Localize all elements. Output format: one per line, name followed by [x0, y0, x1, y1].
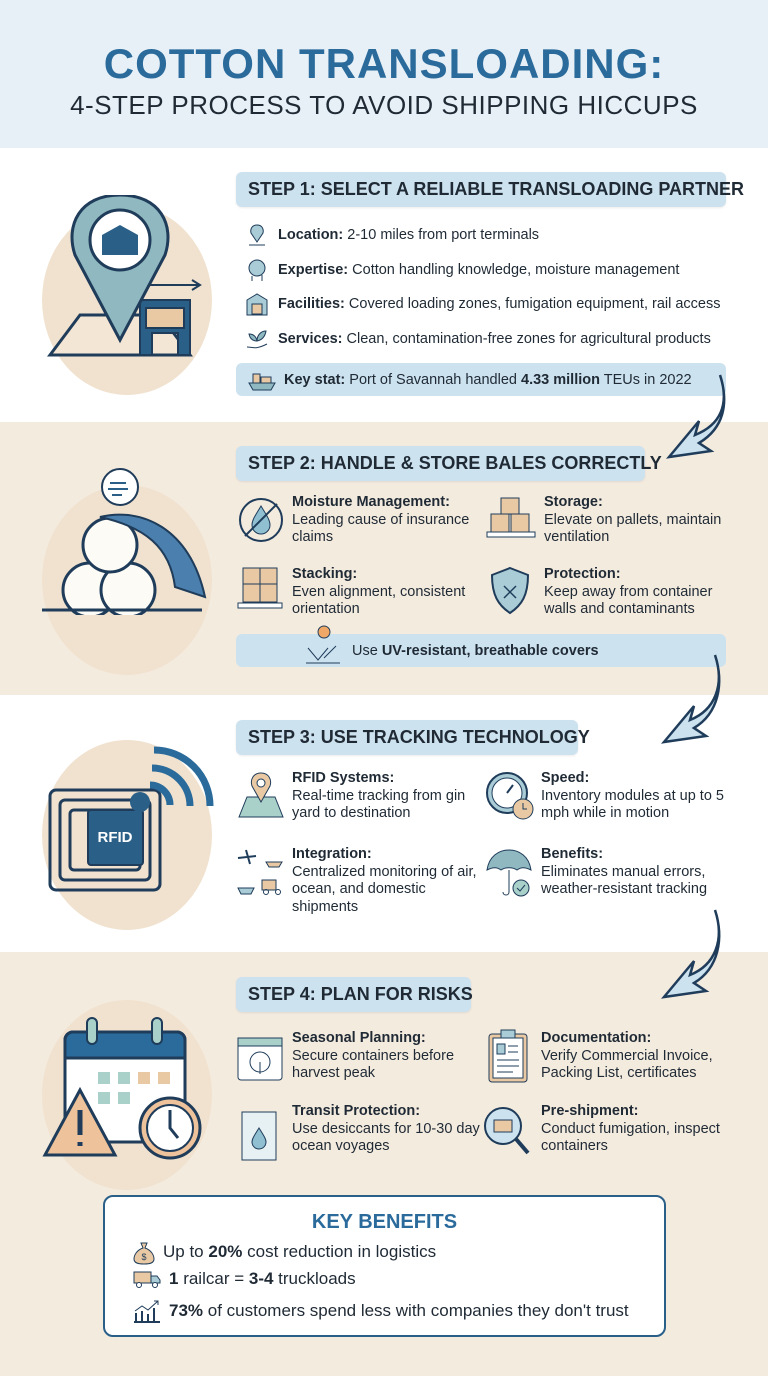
- step3-item-rfid: RFID Systems:Real-time tracking from gin…: [292, 770, 466, 821]
- step2-heading: STEP 2: HANDLE & STORE BALES CORRECTLY: [236, 446, 662, 481]
- benefit-cost: $ Up to 20% cost reduction in logistics: [133, 1239, 436, 1265]
- no-water-icon: [239, 498, 283, 542]
- benefit-trust: 73% of customers spend less with compani…: [133, 1299, 629, 1323]
- warehouse-icon: [246, 293, 268, 316]
- uv-cover-tip: Use UV-resistant, breathable covers: [236, 625, 726, 667]
- svg-text:$: $: [141, 1252, 146, 1262]
- plant-hand-icon: [246, 330, 268, 349]
- step1-item-facilities: Facilities: Covered loading zones, fumig…: [246, 292, 721, 316]
- key-benefits-title: KEY BENEFITS: [311, 1211, 458, 1233]
- step1-item-services: Services: Clean, contamination-free zone…: [246, 327, 711, 351]
- stacked-boxes-icon: [237, 567, 283, 609]
- step4-item-documentation: Documentation:Verify Commercial Invoice,…: [541, 1030, 713, 1081]
- step1-item-location: Location: 2-10 miles from port terminals: [246, 224, 539, 246]
- speedometer-clock-icon: [486, 772, 534, 820]
- calendar-cotton-icon: [237, 1037, 283, 1081]
- step2-item-moisture: Moisture Management:Leading cause of ins…: [292, 494, 470, 545]
- money-bag-icon: $: [133, 1242, 155, 1265]
- header-band: [0, 0, 768, 148]
- step4-item-transit: Transit Protection:Use desiccants for 10…: [292, 1103, 480, 1154]
- arrow-to-step4-icon: [660, 909, 721, 999]
- sun-reflect-icon: [306, 625, 340, 663]
- pallet-boxes-icon: [486, 497, 536, 538]
- map-location-icon: [238, 772, 284, 818]
- brain-head-icon: [248, 259, 266, 281]
- page-subtitle: 4-STEP PROCESS TO AVOID SHIPPING HICCUPS: [70, 90, 698, 120]
- key-benefits-box: KEY BENEFITS $ Up to 20% cost reduction i…: [103, 1195, 666, 1337]
- cotton-bales-icon: [42, 468, 207, 615]
- clipboard-icon: [488, 1029, 528, 1083]
- benefit-railcar: 1 railcar = 3-4 truckloads: [133, 1269, 356, 1289]
- step4-item-seasonal: Seasonal Planning:Secure containers befo…: [292, 1030, 455, 1081]
- step2-item-protection: Protection:Keep away from container wall…: [544, 566, 713, 617]
- rfid-label: RFID: [98, 829, 133, 846]
- truck-icon: [133, 1271, 161, 1288]
- umbrella-check-icon: [486, 849, 532, 897]
- arrow-to-step3-icon: [660, 654, 721, 744]
- page-title: COTTON TRANSLOADING:: [103, 40, 665, 87]
- step4-item-preshipment: Pre-shipment:Conduct fumigation, inspect…: [541, 1103, 720, 1154]
- location-warehouse-icon: [47, 195, 202, 357]
- map-pin-icon: [249, 224, 265, 246]
- step2-item-stacking: Stacking:Even alignment, consistent orie…: [292, 566, 466, 617]
- arrow-to-step2-icon: [665, 374, 726, 459]
- desiccant-pack-icon: [241, 1111, 277, 1161]
- benefit-text: 1 railcar = 3-4 truckloads: [169, 1269, 356, 1288]
- step3-item-integration: Integration:Centralized monitoring of ai…: [292, 846, 477, 915]
- step1-heading: STEP 1: SELECT A RELIABLE TRANSLOADING P…: [236, 172, 744, 207]
- benefit-text: 73% of customers spend less with compani…: [169, 1301, 629, 1320]
- step3-heading: STEP 3: USE TRACKING TECHNOLOGY: [236, 720, 590, 755]
- benefit-text: Up to 20% cost reduction in logistics: [163, 1242, 437, 1261]
- cargo-ship-icon: [248, 373, 276, 390]
- growth-chart-icon: [134, 1300, 160, 1323]
- magnifier-container-icon: [484, 1107, 530, 1155]
- calendar-warning-clock-icon: [42, 1017, 202, 1160]
- step3-item-speed: Speed:Inventory modules at up to 5 mph w…: [541, 770, 724, 821]
- rfid-tag-icon: RFID: [48, 746, 214, 892]
- step4-heading: STEP 4: PLAN FOR RISKS: [236, 977, 473, 1012]
- key-stat-banner: Key stat: Port of Savannah handled 4.33 …: [236, 363, 726, 396]
- step3-item-benefits: Benefits:Eliminates manual errors, weath…: [541, 846, 708, 897]
- transport-modes-icon: [237, 849, 283, 895]
- step1-item-expertise: Expertise: Cotton handling knowledge, mo…: [246, 258, 679, 282]
- step2-item-storage: Storage:Elevate on pallets, maintain ven…: [544, 494, 722, 545]
- shield-x-icon: [490, 566, 530, 615]
